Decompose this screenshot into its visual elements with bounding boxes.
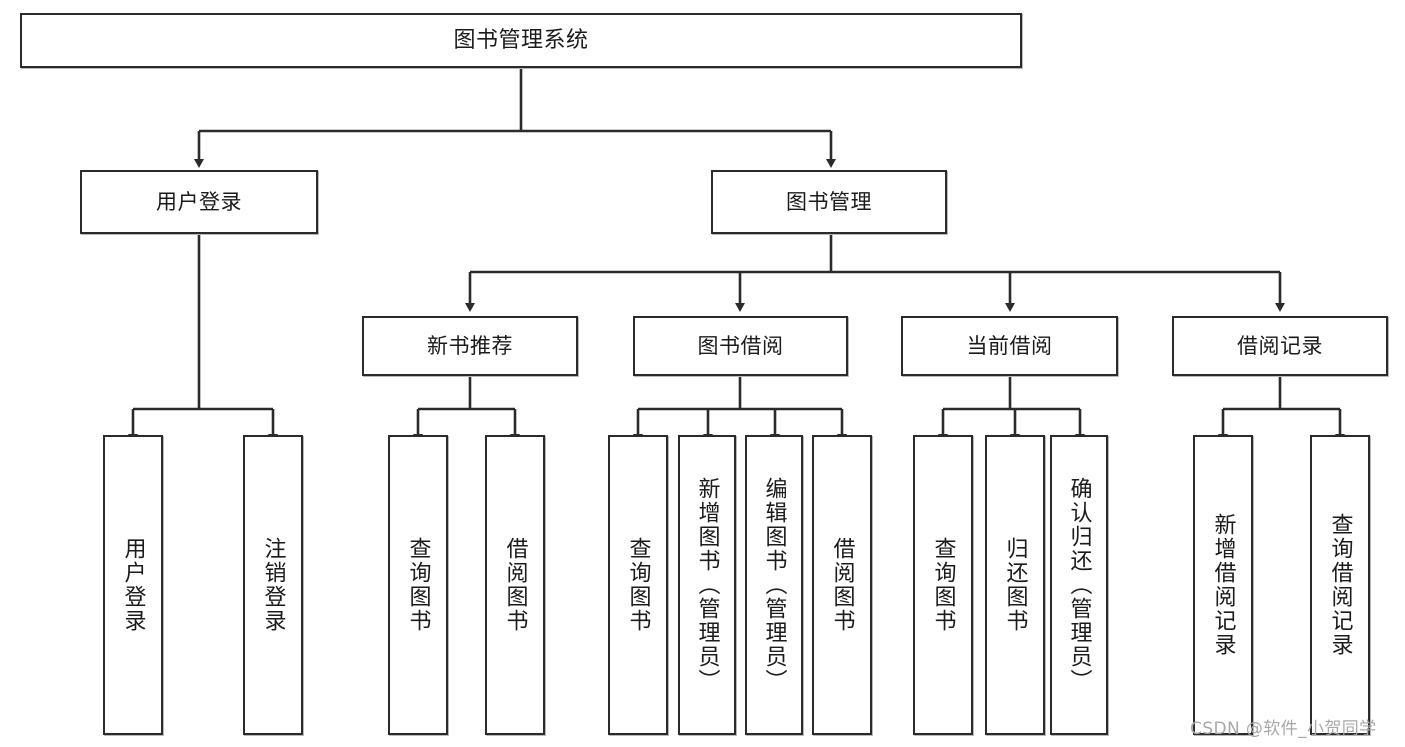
csdn-watermark: CSDN @软件_小贺同学 xyxy=(1190,719,1377,739)
node-borrow-record-label: 借阅记录 xyxy=(1237,333,1323,358)
node-leaf-query-book-recommend[interactable]: 查询图书 xyxy=(388,435,448,735)
node-leaf-edit-book-admin[interactable]: 编辑图书（管理员） xyxy=(745,435,803,735)
node-new-book-recommend-label: 新书推荐 xyxy=(427,333,513,358)
node-leaf-query-book-current[interactable]: 查询图书 xyxy=(913,435,973,735)
node-leaf-confirm-return-admin[interactable]: 确认归还（管理员） xyxy=(1050,435,1108,735)
node-borrow-record[interactable]: 借阅记录 xyxy=(1172,316,1388,376)
node-leaf-query-book-recommend-label: 查询图书 xyxy=(405,537,431,633)
node-leaf-edit-book-admin-label: 编辑图书（管理员） xyxy=(761,477,787,693)
node-leaf-add-borrow-record-label: 新增借阅记录 xyxy=(1210,513,1236,657)
node-user-login-label: 用户登录 xyxy=(156,189,242,214)
node-leaf-logout-label: 注销登录 xyxy=(260,537,286,633)
node-root-system-label: 图书管理系统 xyxy=(453,27,589,53)
node-leaf-borrow-book-recommend-label: 借阅图书 xyxy=(502,537,528,633)
node-book-management[interactable]: 图书管理 xyxy=(711,170,947,234)
node-leaf-add-book-admin[interactable]: 新增图书（管理员） xyxy=(678,435,736,735)
node-book-management-label: 图书管理 xyxy=(786,189,872,214)
node-leaf-user-login-label: 用户登录 xyxy=(120,537,146,633)
node-leaf-borrow-book[interactable]: 借阅图书 xyxy=(812,435,872,735)
node-book-borrow-label: 图书借阅 xyxy=(697,333,784,358)
node-book-borrow[interactable]: 图书借阅 xyxy=(633,316,848,376)
node-root-system[interactable]: 图书管理系统 xyxy=(20,13,1022,68)
node-leaf-add-borrow-record[interactable]: 新增借阅记录 xyxy=(1193,435,1253,735)
node-leaf-query-book-borrow[interactable]: 查询图书 xyxy=(608,435,668,735)
node-user-login[interactable]: 用户登录 xyxy=(80,170,318,234)
node-leaf-return-book[interactable]: 归还图书 xyxy=(985,435,1045,735)
node-leaf-borrow-book-label: 借阅图书 xyxy=(829,537,855,633)
node-leaf-query-book-borrow-label: 查询图书 xyxy=(625,537,651,633)
node-leaf-query-book-current-label: 查询图书 xyxy=(930,537,956,633)
node-current-borrow[interactable]: 当前借阅 xyxy=(901,316,1118,376)
node-leaf-user-login[interactable]: 用户登录 xyxy=(103,435,163,735)
node-leaf-return-book-label: 归还图书 xyxy=(1002,537,1028,633)
node-current-borrow-label: 当前借阅 xyxy=(966,333,1053,358)
node-leaf-query-borrow-record-label: 查询借阅记录 xyxy=(1327,513,1353,657)
node-leaf-logout[interactable]: 注销登录 xyxy=(243,435,303,735)
node-new-book-recommend[interactable]: 新书推荐 xyxy=(362,316,578,376)
node-leaf-confirm-return-admin-label: 确认归还（管理员） xyxy=(1066,477,1092,693)
node-leaf-query-borrow-record[interactable]: 查询借阅记录 xyxy=(1310,435,1370,735)
node-leaf-add-book-admin-label: 新增图书（管理员） xyxy=(694,477,720,693)
node-leaf-borrow-book-recommend[interactable]: 借阅图书 xyxy=(485,435,545,735)
